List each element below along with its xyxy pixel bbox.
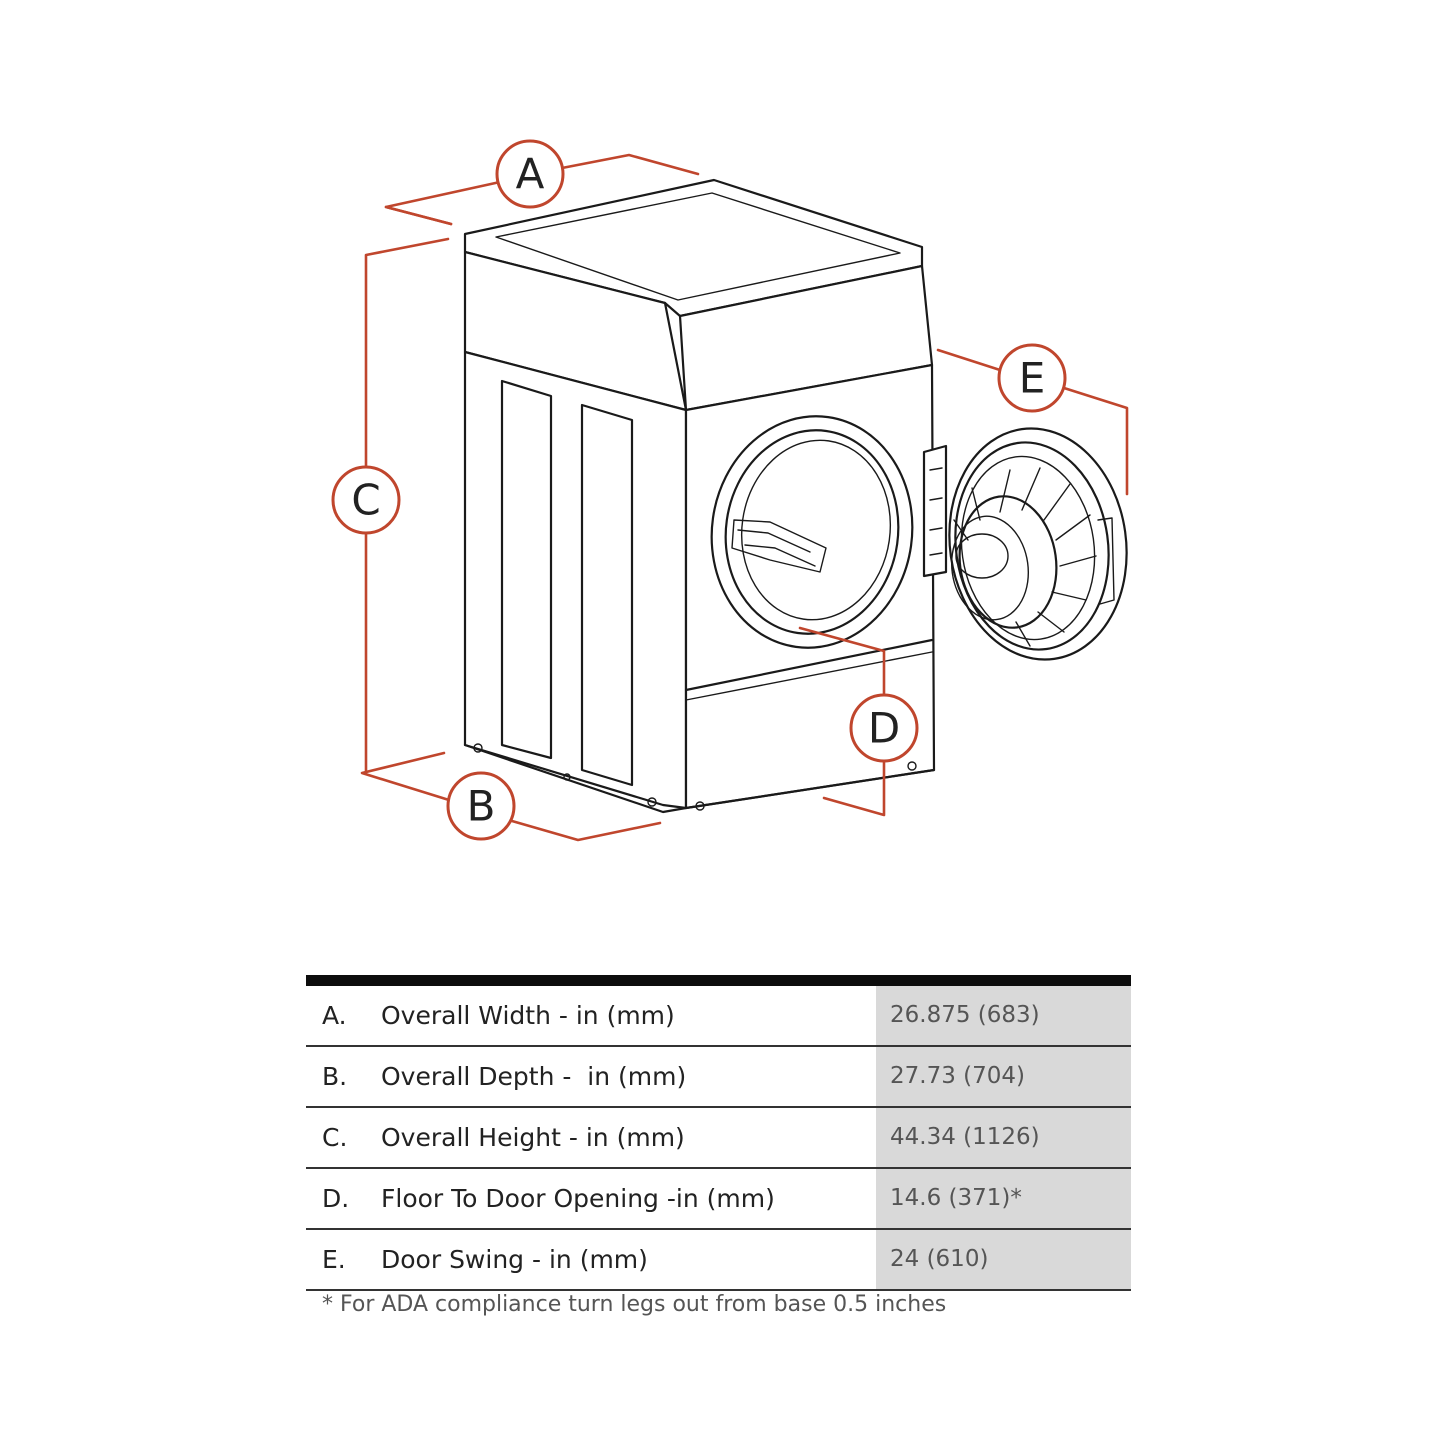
- dimension-line-b: [360, 751, 451, 802]
- dimension-line-c: [364, 237, 450, 470]
- table-top-rule: [306, 975, 1131, 986]
- side-vent-left: [500, 379, 553, 760]
- side-vent-right: [580, 403, 634, 787]
- callout-d-label: D: [868, 704, 900, 753]
- dryer-dimension-diagram: A B C D E: [331, 139, 1129, 842]
- row-label: Floor To Door Opening -in (mm): [381, 1184, 775, 1213]
- row-letter: A.: [322, 1001, 347, 1030]
- row-value: 26.875 (683): [876, 986, 1131, 1045]
- callout-b: B: [446, 771, 516, 841]
- dryer-illustration: [463, 178, 1128, 814]
- table-row: C. Overall Height - in (mm) 44.34 (1126): [306, 1108, 1131, 1169]
- row-label: Overall Width - in (mm): [381, 1001, 675, 1030]
- kick-plate-line-2: [685, 651, 933, 701]
- dimension-line-e: [936, 348, 1002, 372]
- row-label: Overall Height - in (mm): [381, 1123, 685, 1152]
- row-value: 14.6 (371)*: [876, 1169, 1131, 1228]
- row-value: 44.34 (1126): [876, 1108, 1131, 1167]
- open-door: [948, 427, 1128, 661]
- row-letter: C.: [322, 1123, 348, 1152]
- callout-b-label: B: [467, 782, 496, 831]
- row-value: 24 (610): [876, 1230, 1131, 1289]
- callout-e: E: [997, 343, 1067, 413]
- callout-d: D: [849, 693, 919, 763]
- row-label: Overall Depth - in (mm): [381, 1062, 687, 1091]
- door-hinge: [922, 444, 948, 578]
- row-label: Door Swing - in (mm): [381, 1245, 648, 1274]
- row-letter: B.: [322, 1062, 348, 1091]
- callout-c-label: C: [351, 476, 380, 525]
- dryer-left-side: [463, 350, 688, 814]
- table-row: E. Door Swing - in (mm) 24 (610): [306, 1230, 1131, 1291]
- row-letter: E.: [322, 1245, 346, 1274]
- callout-a: A: [495, 139, 565, 209]
- row-value: 27.73 (704): [876, 1047, 1131, 1106]
- callout-e-label: E: [1019, 354, 1046, 403]
- dimension-lines: [360, 153, 1129, 842]
- foot-5: [563, 773, 571, 781]
- kick-plate-line: [684, 638, 934, 692]
- door-opening: [710, 415, 914, 649]
- foot-4: [907, 761, 917, 771]
- callout-c: C: [331, 465, 401, 535]
- ada-footnote: * For ADA compliance turn legs out from …: [322, 1292, 947, 1317]
- dimension-spec-table: A. Overall Width - in (mm) 26.875 (683) …: [306, 975, 1131, 1291]
- dryer-top-recess: [495, 192, 901, 301]
- foot-3: [695, 801, 705, 811]
- table-row: A. Overall Width - in (mm) 26.875 (683): [306, 986, 1131, 1047]
- foot-2: [647, 797, 657, 807]
- drum-paddle: [731, 519, 827, 573]
- row-letter: D.: [322, 1184, 350, 1213]
- table-row: D. Floor To Door Opening -in (mm) 14.6 (…: [306, 1169, 1131, 1230]
- foot-1: [473, 743, 483, 753]
- table-row: B. Overall Depth - in (mm) 27.73 (704): [306, 1047, 1131, 1108]
- callout-a-label: A: [516, 150, 545, 199]
- dimension-line-d: [798, 626, 886, 697]
